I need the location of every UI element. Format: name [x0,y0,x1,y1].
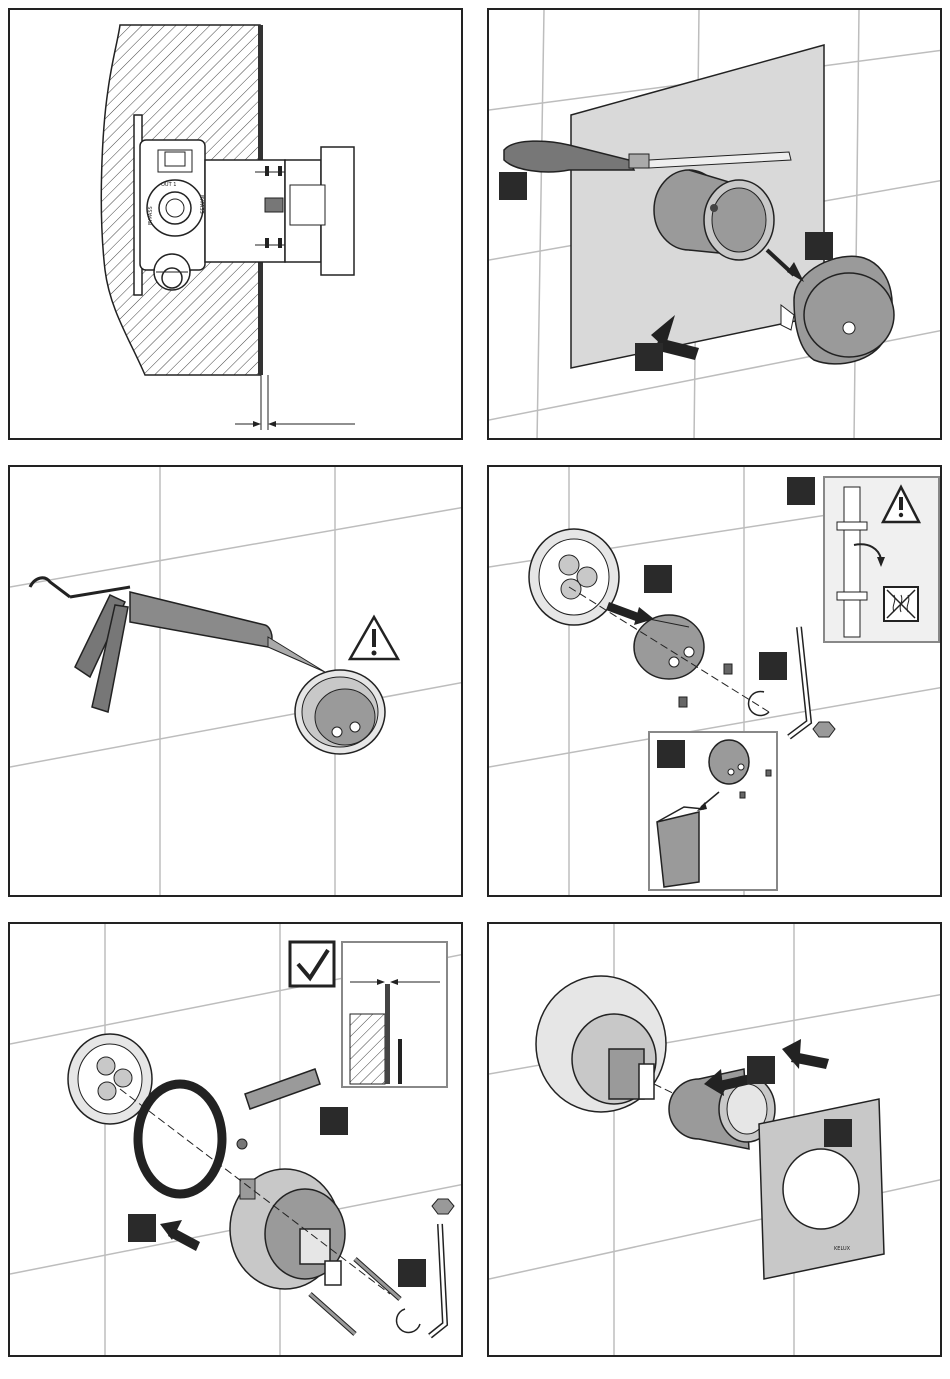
caulking-gun [30,578,325,712]
warning-inset [824,477,939,642]
rotation-arrow [397,1309,420,1332]
checkmark-icon [290,942,334,986]
tile-grid [10,467,463,897]
step-badge [805,232,833,260]
panel-fit-escutcheon [8,922,463,1357]
warning-triangle-icon [350,617,398,659]
step-badge [824,1119,852,1147]
panel-remove-cover [487,8,942,440]
fit-escutcheon-drawing [10,924,463,1357]
panel-rough-in: OUT 1 BYPASS BYPASS [8,8,463,440]
panel-fit-trim: KELUX [487,922,942,1357]
step-badge [759,652,787,680]
out-port-label: OUT 1 [161,182,176,188]
trim-brand-label: KELUX [834,1246,851,1252]
cartridge-body [634,615,704,679]
seal-ring [138,1084,222,1194]
no-hot-water-icon [884,587,918,621]
apply-sealant-drawing [10,467,463,897]
fit-trim-drawing: KELUX [489,924,942,1357]
step-badge [787,477,815,505]
escutcheon-plate [529,529,619,625]
panel-apply-sealant [8,465,463,897]
square-trim-plate [759,1099,884,1279]
plaster-guard [205,147,354,275]
step-badge [747,1056,775,1084]
bypass-right-label: BYPASS [198,195,204,214]
step-badge [635,343,663,371]
rotation-arrow [749,691,769,715]
step-badge [128,1214,156,1242]
disposal-inset [649,732,777,890]
step-badge [499,172,527,200]
hex-key-icon [430,1199,454,1336]
step-badge [320,1107,348,1135]
hex-key-icon [789,627,835,737]
step-badge [644,565,672,593]
bypass-left-label: BYPASS [148,206,154,225]
step-badge [398,1259,426,1287]
sealant-tube [237,1069,320,1149]
rough-in-drawing: OUT 1 BYPASS BYPASS [10,10,463,440]
dimension-indicator [235,375,355,430]
escutcheon-fitting [295,670,385,754]
panel-remove-plaster-guard [487,465,942,897]
remove-cover-drawing [489,10,942,440]
flush-detail-inset [342,942,447,1087]
mounted-escutcheon [536,976,666,1112]
remove-plaster-guard-drawing [489,467,942,897]
step-badge [657,740,685,768]
valve-cartridge [230,1169,345,1289]
